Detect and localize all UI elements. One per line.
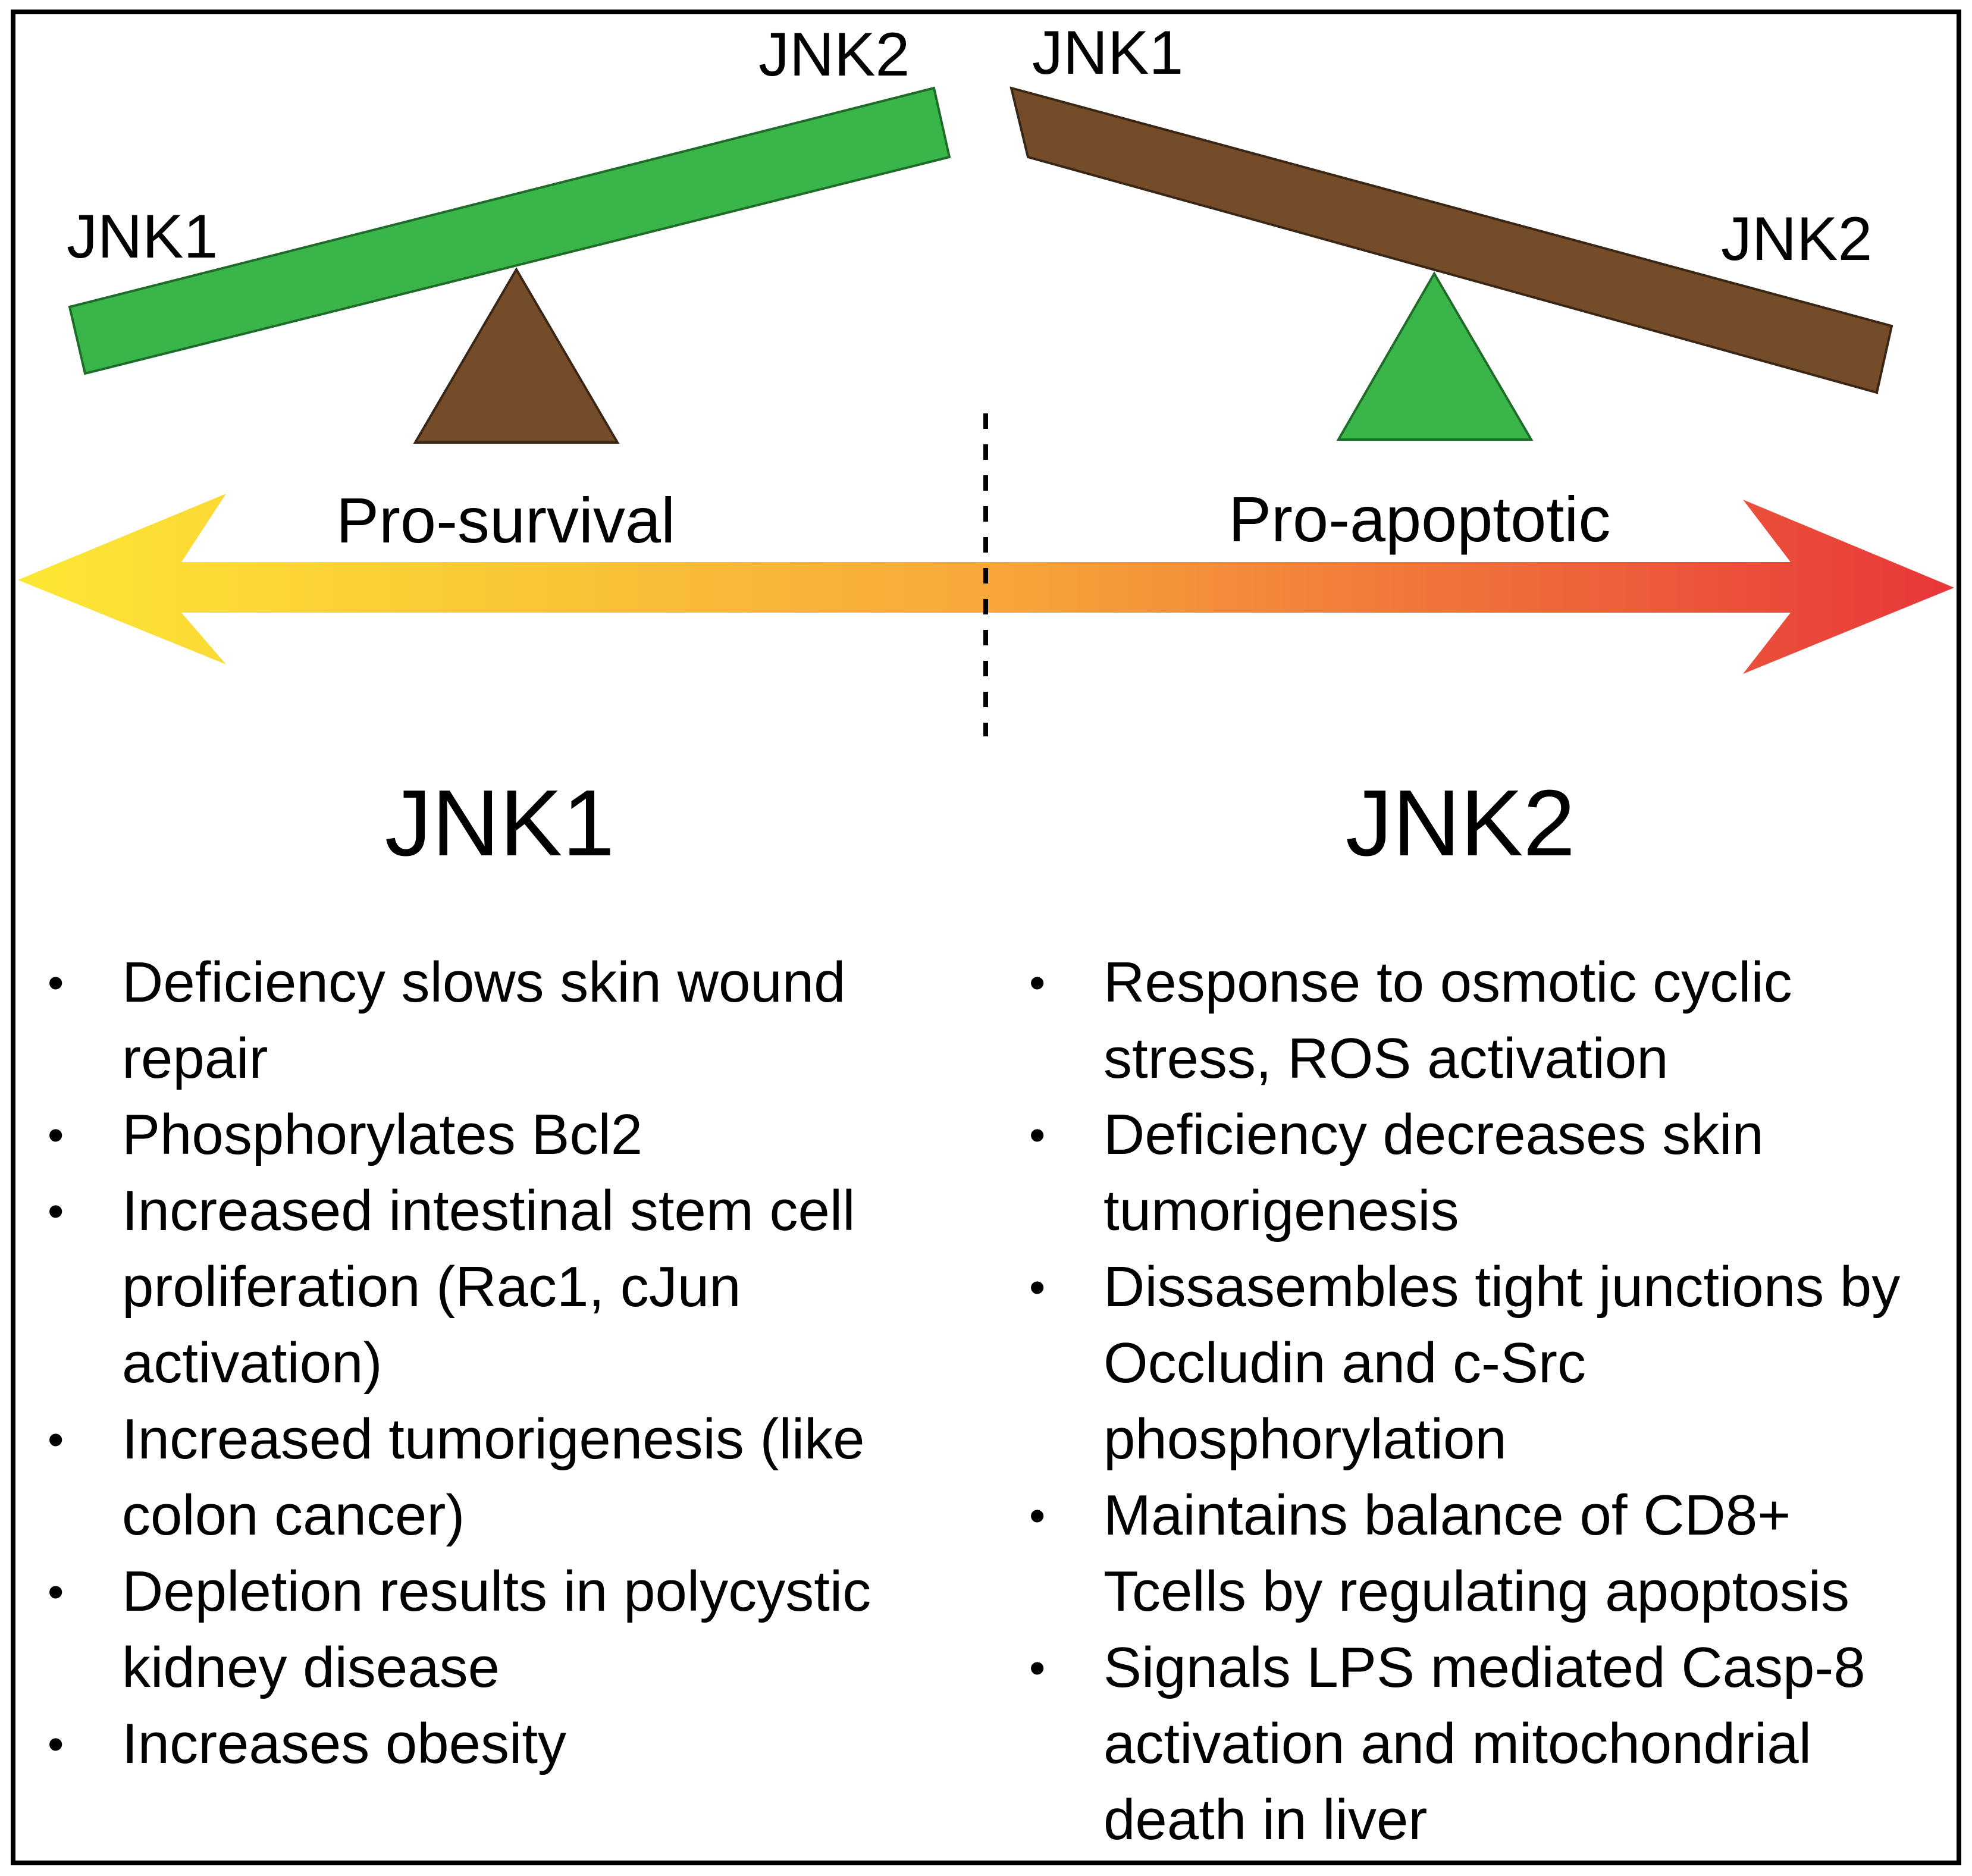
left-seesaw-beam [68,86,951,375]
left-seesaw-low-label: JNK1 [67,202,218,271]
list-item: •Response to osmotic cyclic stress, ROS … [1029,950,1792,1090]
list-item: •Deficiency decreases skin tumorigenesis [1029,1103,1764,1243]
left-seesaw-fulcrum [413,267,620,444]
jnk1-column-title: JNK1 [384,771,615,876]
pro-apoptotic-label: Pro-apoptotic [1228,483,1610,555]
list-item: •Increases obesity [48,1712,567,1775]
outer-frame [11,10,1961,1865]
right-seesaw-fulcrum [1336,271,1534,441]
list-item: •Maintains balance of CD8+ Tcells by reg… [1029,1483,1850,1623]
list-item: •Increased intestinal stem cell prolifer… [48,1179,855,1395]
right-seesaw-high-label: JNK1 [1032,18,1183,87]
list-item: •Increased tumorigenesis (like colon can… [48,1407,865,1547]
survival-apoptosis-arrow [18,494,1954,674]
list-item: •Depletion results in polycystic kidney … [48,1560,871,1699]
list-item: •Dissasembles tight junctions by Occludi… [1029,1255,1901,1471]
list-item: •Phosphorylates Bcl2 [48,1103,643,1166]
list-item: •Deficiency slows skin wound repair [48,950,846,1090]
right-seesaw-low-label: JNK2 [1721,205,1872,274]
jnk2-column-title: JNK2 [1345,771,1576,876]
pro-survival-label: Pro-survival [336,484,675,556]
list-item: •Signals LPS mediated Casp-8 activation … [1029,1636,1866,1852]
jnk2-function-list: •Response to osmotic cyclic stress, ROS … [1017,945,1945,1858]
left-seesaw-high-label: JNK2 [758,20,910,89]
right-seesaw-beam [1009,86,1893,394]
jnk1-function-list: •Deficiency slows skin wound repair •Pho… [36,945,958,1782]
